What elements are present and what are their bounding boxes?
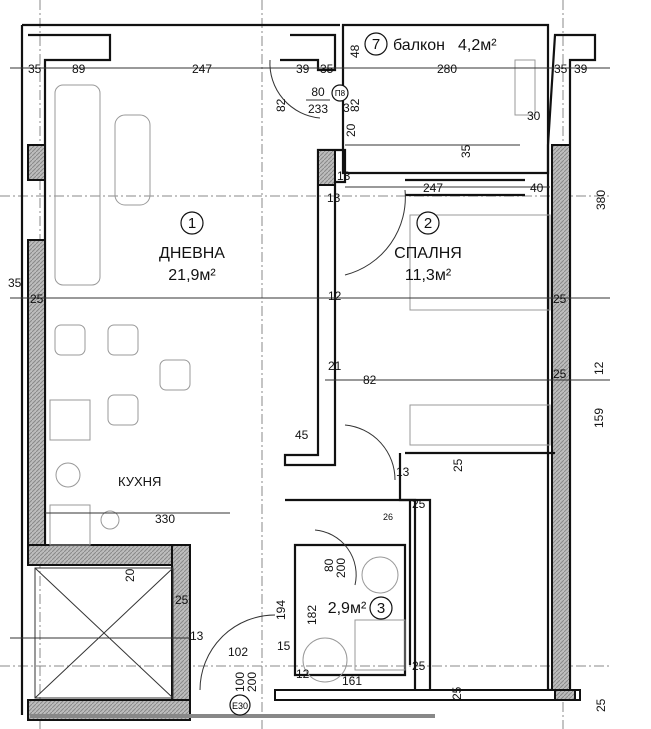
svg-text:200: 200	[245, 672, 259, 692]
svg-text:35: 35	[320, 62, 334, 76]
kitchen-label: КУХНЯ	[118, 474, 161, 489]
svg-text:25: 25	[175, 593, 189, 607]
furniture	[49, 59, 551, 683]
room-number: 7	[372, 36, 380, 53]
svg-text:15: 15	[277, 639, 291, 653]
room-number: 2	[424, 215, 432, 232]
svg-text:89: 89	[72, 62, 86, 76]
toilet-icon	[361, 556, 399, 594]
room-area: 11,3м²	[405, 267, 452, 284]
svg-text:102: 102	[228, 645, 248, 659]
svg-text:25: 25	[553, 292, 567, 306]
svg-text:25: 25	[553, 367, 567, 381]
svg-text:200: 200	[334, 558, 348, 578]
chair-icon	[159, 359, 191, 391]
room-area: 4,2м²	[458, 37, 497, 54]
top-dimensions: 35 89 247 39 35 280 35 39	[28, 62, 588, 76]
chair-icon	[107, 394, 139, 426]
svg-text:30: 30	[527, 109, 541, 123]
svg-text:E30: E30	[232, 701, 248, 711]
chair-icon	[54, 324, 86, 356]
svg-text:380: 380	[594, 190, 608, 210]
svg-text:80: 80	[311, 85, 325, 99]
svg-text:25: 25	[412, 659, 426, 673]
svg-text:45: 45	[295, 428, 309, 442]
room-area: 2,9м²	[328, 600, 367, 617]
svg-text:13: 13	[337, 169, 351, 183]
room-area: 21,9м²	[168, 267, 216, 284]
coffee-table-icon	[114, 114, 151, 206]
svg-text:48: 48	[348, 44, 362, 58]
svg-text:194: 194	[274, 600, 288, 620]
svg-text:82: 82	[348, 98, 362, 112]
svg-text:330: 330	[155, 512, 175, 526]
svg-text:25: 25	[594, 698, 608, 712]
svg-text:82: 82	[274, 98, 288, 112]
door-tag-entry: 100 200 E30	[229, 672, 259, 716]
doors	[199, 59, 406, 691]
svg-text:39: 39	[296, 62, 310, 76]
shower-icon	[354, 619, 406, 671]
chair-icon	[107, 324, 139, 356]
svg-text:20: 20	[123, 568, 137, 582]
svg-text:247: 247	[423, 181, 443, 195]
svg-text:25: 25	[451, 458, 465, 472]
wardrobe-icon	[409, 404, 551, 446]
svg-text:25: 25	[30, 292, 44, 306]
door-tag-bath: 80 200	[322, 558, 348, 578]
washer-icon	[49, 399, 91, 441]
svg-text:12: 12	[296, 667, 310, 681]
svg-text:40: 40	[530, 181, 544, 195]
svg-text:12: 12	[592, 361, 606, 375]
svg-text:233: 233	[308, 102, 328, 116]
stove-icon	[100, 510, 120, 530]
room-name: ДНЕВНА	[159, 245, 225, 262]
svg-text:26: 26	[383, 512, 393, 522]
shaft	[34, 567, 174, 699]
misc-dimensions: 82 82 48 30 20 3 13 13 35 247 40 380 35 …	[8, 44, 608, 712]
svg-text:35: 35	[28, 62, 42, 76]
svg-text:82: 82	[363, 373, 377, 387]
svg-text:280: 280	[437, 62, 457, 76]
sink-icon	[302, 637, 348, 683]
svg-text:13: 13	[327, 191, 341, 205]
walls	[20, 23, 597, 721]
svg-text:3: 3	[343, 101, 350, 115]
svg-text:35: 35	[8, 276, 22, 290]
svg-text:39: 39	[574, 62, 588, 76]
room-1: 1 ДНЕВНА 21,9м²	[159, 211, 225, 284]
svg-text:13: 13	[396, 465, 410, 479]
dimension-lines	[10, 67, 610, 639]
svg-text:159: 159	[592, 408, 606, 428]
svg-text:25: 25	[412, 497, 426, 511]
svg-text:21: 21	[328, 359, 342, 373]
room-number: 1	[188, 215, 196, 232]
svg-text:25: 25	[450, 686, 464, 700]
room-7-balcony: 7 балкон 4,2м²	[364, 32, 497, 56]
room-number: 3	[377, 600, 385, 617]
room-name: балкон	[393, 37, 445, 54]
svg-text:80: 80	[322, 558, 336, 572]
ac-unit-icon	[514, 59, 536, 116]
svg-text:35: 35	[554, 62, 568, 76]
oven-icon	[49, 504, 91, 546]
svg-text:100: 100	[233, 672, 247, 692]
svg-text:182: 182	[305, 605, 319, 625]
door-tag-balcony: 80 233 П8	[306, 84, 349, 116]
room-2: 2 СПАЛНЯ 11,3м²	[394, 211, 462, 284]
room-3: 2,9м² 3	[328, 596, 393, 620]
svg-text:161: 161	[342, 674, 362, 688]
room-name: СПАЛНЯ	[394, 245, 462, 262]
svg-text:П8: П8	[335, 89, 346, 98]
svg-text:20: 20	[344, 123, 358, 137]
bed-icon	[409, 214, 551, 311]
svg-text:13: 13	[190, 629, 204, 643]
svg-text:35: 35	[459, 144, 473, 158]
svg-text:247: 247	[192, 62, 212, 76]
sofa-icon	[54, 84, 101, 286]
svg-text:12: 12	[328, 289, 342, 303]
